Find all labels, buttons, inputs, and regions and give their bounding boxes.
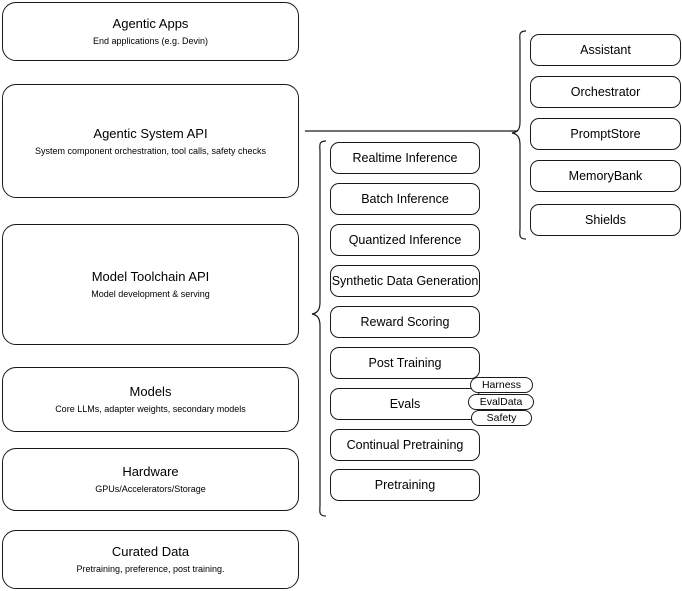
component-label: PromptStore [570,127,641,141]
component-label: MemoryBank [568,169,643,183]
layer-title: Agentic System API [93,125,208,141]
layer-hardware[interactable]: Hardware GPUs/Accelerators/Storage [2,448,299,511]
component-reward-scoring[interactable]: Reward Scoring [330,306,480,338]
component-label: Batch Inference [361,192,449,206]
layer-subtitle: GPUs/Accelerators/Storage [95,484,206,494]
component-synthetic-data-generation[interactable]: Synthetic Data Generation [330,265,480,297]
component-realtime-inference[interactable]: Realtime Inference [330,142,480,174]
component-evals[interactable]: Evals [330,388,480,420]
layer-subtitle: System component orchestration, tool cal… [34,145,267,156]
layer-subtitle: Core LLMs, adapter weights, secondary mo… [55,404,246,414]
component-label: Assistant [580,43,631,57]
subcomponent-label: Harness [481,379,522,391]
component-label: Continual Pretraining [346,438,464,452]
layer-agentic-apps[interactable]: Agentic Apps End applications (e.g. Devi… [2,2,299,61]
layer-title: Agentic Apps [112,16,189,31]
component-quantized-inference[interactable]: Quantized Inference [330,224,480,256]
layer-subtitle: Pretraining, preference, post training. [76,564,225,574]
component-continual-pretraining[interactable]: Continual Pretraining [330,429,480,461]
layer-subtitle: Model development & serving [91,289,210,299]
layer-model-toolchain-api[interactable]: Model Toolchain API Model development & … [2,224,299,345]
component-orchestrator[interactable]: Orchestrator [530,76,681,108]
component-label: Orchestrator [570,85,641,99]
component-label: Evals [389,397,421,411]
layer-title: Model Toolchain API [91,269,210,284]
subcomponent-evaldata[interactable]: EvalData [468,394,534,410]
subcomponent-label: Safety [486,412,517,424]
component-shields[interactable]: Shields [530,204,681,236]
component-label: Realtime Inference [352,151,458,165]
layer-models[interactable]: Models Core LLMs, adapter weights, secon… [2,367,299,432]
layer-agentic-system-api[interactable]: Agentic System API System component orch… [2,84,299,198]
component-label: Synthetic Data Generation [331,274,479,288]
subcomponent-label: EvalData [479,396,523,408]
component-label: Quantized Inference [348,233,462,247]
component-batch-inference[interactable]: Batch Inference [330,183,480,215]
subcomponent-harness[interactable]: Harness [470,377,533,393]
component-label: Pretraining [374,478,436,492]
layer-curated-data[interactable]: Curated Data Pretraining, preference, po… [2,530,299,589]
subcomponent-safety[interactable]: Safety [471,410,532,426]
component-label: Post Training [368,356,442,370]
component-post-training[interactable]: Post Training [330,347,480,379]
component-memorybank[interactable]: MemoryBank [530,160,681,192]
brace-agentic [511,30,527,240]
layer-subtitle: End applications (e.g. Devin) [92,36,209,46]
component-promptstore[interactable]: PromptStore [530,118,681,150]
layer-title: Models [129,384,172,399]
layer-title: Curated Data [111,544,190,559]
component-assistant[interactable]: Assistant [530,34,681,66]
layer-title: Hardware [122,464,179,479]
component-label: Shields [585,213,626,227]
component-label: Reward Scoring [360,315,450,329]
brace-toolchain [311,140,327,517]
component-pretraining[interactable]: Pretraining [330,469,480,501]
